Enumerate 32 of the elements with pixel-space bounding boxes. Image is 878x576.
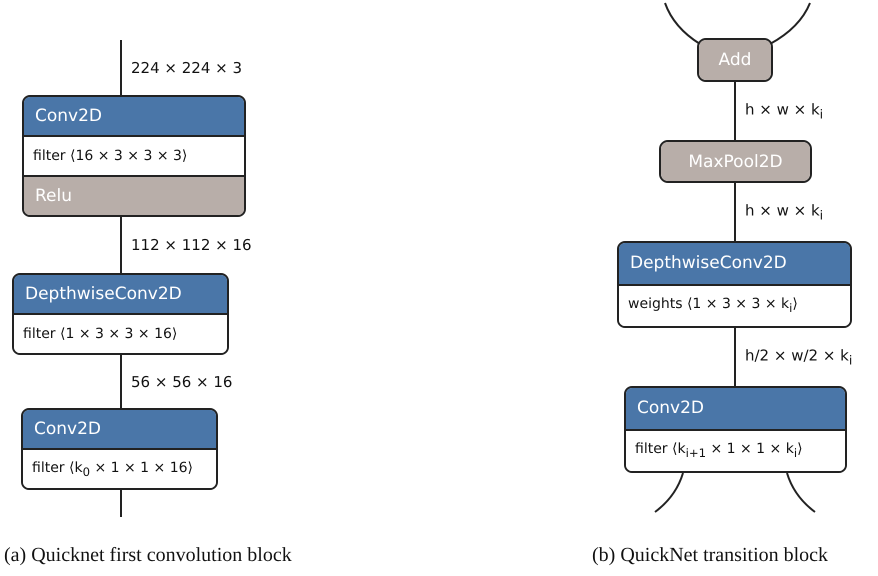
connector-line [770,2,811,45]
connector-line [120,40,122,95]
layer-block [21,408,218,490]
layer-parameters: filter ⟨k$_{i+1}$ × 1 × 1 × k$_{i}$⟩ [626,428,845,471]
connector-line [786,472,816,513]
layer-block [624,386,847,473]
layer-name: Conv2D [23,410,216,448]
layer-block [617,241,852,328]
connector-line [734,328,736,386]
layer-name: Conv2D [24,97,244,135]
connector-line [664,2,701,45]
connector-line [654,472,684,513]
layer-block [12,273,229,355]
connector-line [734,82,736,140]
connector-line [120,355,122,408]
connector-line [734,183,736,241]
layer-parameters: filter ⟨1 × 3 × 3 × 16⟩ [14,313,227,353]
figure-caption: (a) Quicknet first convolution block [4,544,292,567]
edge-label: h/2 × w/2 × k$_{i}$ [743,346,854,368]
connector-line [120,217,122,273]
operation-name: MaxPool2D [661,142,810,181]
figure-caption: (b) QuickNet transition block [592,544,828,567]
edge-label: 56 × 56 × 16 [129,372,234,390]
connector-line [120,490,122,517]
layer-name: DepthwiseConv2D [619,243,850,284]
layer-name: DepthwiseConv2D [14,275,227,313]
layer-parameters: weights ⟨1 × 3 × 3 × k$_{i}$⟩ [619,284,850,326]
activation-label: Relu [24,175,244,215]
layer-name: Conv2D [626,388,845,428]
operation-name: Add [699,40,771,80]
layer-block [22,95,246,217]
layer-parameters: filter ⟨k$_{0}$ × 1 × 1 × 16⟩ [23,448,216,488]
